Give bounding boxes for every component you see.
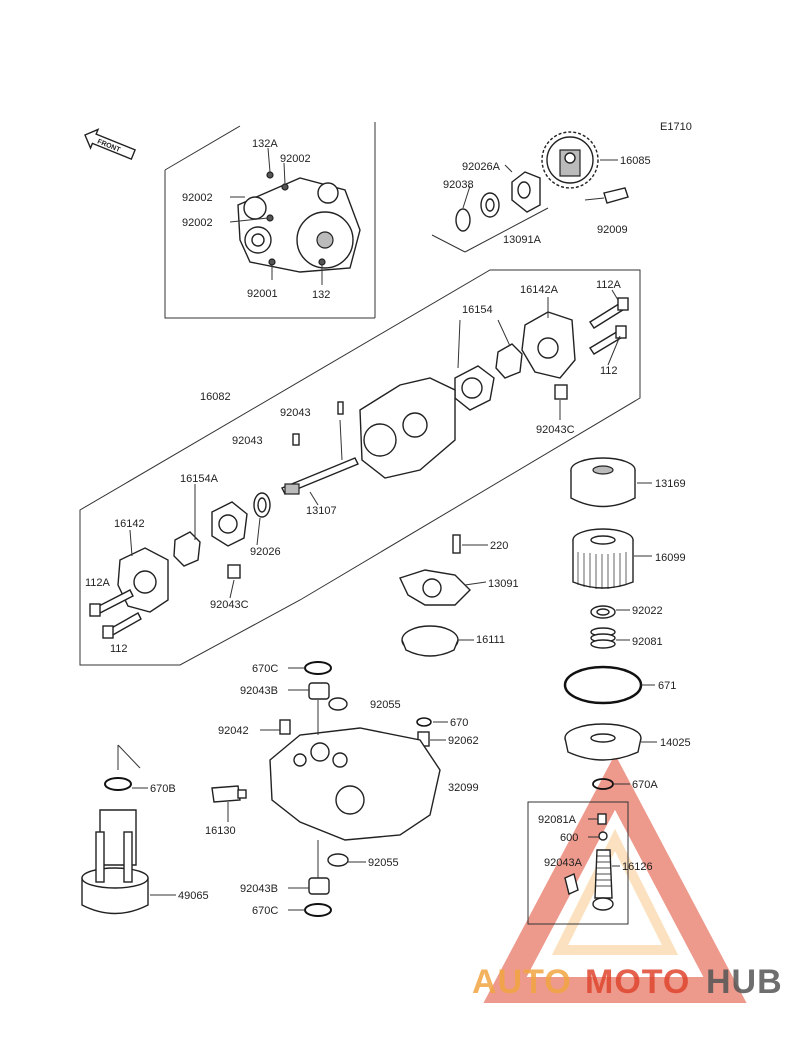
label-92055-top: 92055 bbox=[370, 699, 401, 711]
label-49065: 49065 bbox=[178, 890, 209, 902]
label-16085: 16085 bbox=[620, 155, 651, 167]
oil-pipe-housing bbox=[211, 661, 448, 917]
label-112A-bot: 112A bbox=[85, 577, 111, 589]
label-132A: 132A bbox=[252, 138, 278, 150]
relief-valve-group bbox=[527, 801, 629, 925]
label-92009: 92009 bbox=[597, 224, 628, 236]
label-600: 600 bbox=[560, 832, 578, 844]
label-32099: 32099 bbox=[448, 782, 479, 794]
label-112-top: 112 bbox=[600, 365, 618, 377]
oil-filter-group bbox=[563, 457, 657, 790]
label-670C-top: 670C bbox=[252, 663, 278, 675]
label-92002-a: 92002 bbox=[280, 153, 311, 165]
label-92002-b: 92002 bbox=[182, 192, 213, 204]
drive-gear-group bbox=[431, 131, 629, 253]
watermark-part1: AUTO bbox=[472, 963, 572, 1001]
label-92081A: 92081A bbox=[538, 814, 577, 826]
drive-gear bbox=[541, 131, 599, 189]
label-92001: 92001 bbox=[247, 288, 278, 300]
label-16142: 16142 bbox=[114, 518, 145, 530]
label-16082: 16082 bbox=[200, 391, 231, 403]
label-670: 670 bbox=[450, 717, 468, 729]
label-92043A: 92043A bbox=[544, 857, 583, 869]
label-13169: 13169 bbox=[655, 478, 686, 490]
pump-cover-group bbox=[164, 122, 376, 319]
label-16130: 16130 bbox=[205, 825, 236, 837]
diagram-code: E1710 bbox=[660, 121, 692, 133]
oil-strainer bbox=[81, 744, 176, 915]
label-16154: 16154 bbox=[462, 304, 493, 316]
label-16154A: 16154A bbox=[180, 473, 219, 485]
label-92002-c: 92002 bbox=[182, 217, 213, 229]
label-16099: 16099 bbox=[655, 552, 686, 564]
label-92022: 92022 bbox=[632, 605, 663, 617]
watermark-wordmark: AUTO MOTO HUB bbox=[472, 963, 783, 1001]
label-92081: 92081 bbox=[632, 636, 663, 648]
label-92043-b: 92043 bbox=[232, 435, 263, 447]
label-16126: 16126 bbox=[622, 861, 653, 873]
label-92043C-top: 92043C bbox=[536, 424, 575, 436]
label-16142A: 16142A bbox=[520, 284, 559, 296]
label-92026A: 92026A bbox=[462, 161, 501, 173]
label-92062: 92062 bbox=[448, 735, 479, 747]
front-arrow-icon: FRONT bbox=[84, 128, 136, 161]
label-112A-top: 112A bbox=[596, 279, 622, 291]
label-13091: 13091 bbox=[488, 578, 519, 590]
label-13091A: 13091A bbox=[503, 234, 542, 246]
label-670B: 670B bbox=[150, 783, 176, 795]
label-14025: 14025 bbox=[660, 737, 691, 749]
label-112-bot: 112 bbox=[110, 643, 128, 655]
watermark-part2: MOTO bbox=[585, 963, 690, 1001]
watermark-part3: HUB bbox=[706, 963, 783, 1001]
label-92042: 92042 bbox=[218, 725, 249, 737]
label-92043B-bot: 92043B bbox=[240, 883, 278, 895]
oil-pan-body bbox=[269, 727, 441, 841]
label-92038: 92038 bbox=[443, 179, 474, 191]
watermark-logo bbox=[483, 754, 747, 1003]
label-13107: 13107 bbox=[306, 505, 337, 517]
label-92043C-bot: 92043C bbox=[210, 599, 249, 611]
label-16111: 16111 bbox=[476, 634, 505, 646]
label-670A: 670A bbox=[632, 779, 658, 791]
label-132: 132 bbox=[312, 289, 330, 301]
relief-cover-group bbox=[399, 534, 488, 657]
label-92043B-top: 92043B bbox=[240, 685, 278, 697]
oil-pump-assembly bbox=[79, 269, 641, 666]
label-671: 671 bbox=[658, 680, 676, 692]
label-92043-a: 92043 bbox=[280, 407, 311, 419]
label-670C-bot: 670C bbox=[252, 905, 278, 917]
label-92055-bot: 92055 bbox=[368, 857, 399, 869]
label-92026: 92026 bbox=[250, 546, 281, 558]
label-220: 220 bbox=[490, 540, 508, 552]
